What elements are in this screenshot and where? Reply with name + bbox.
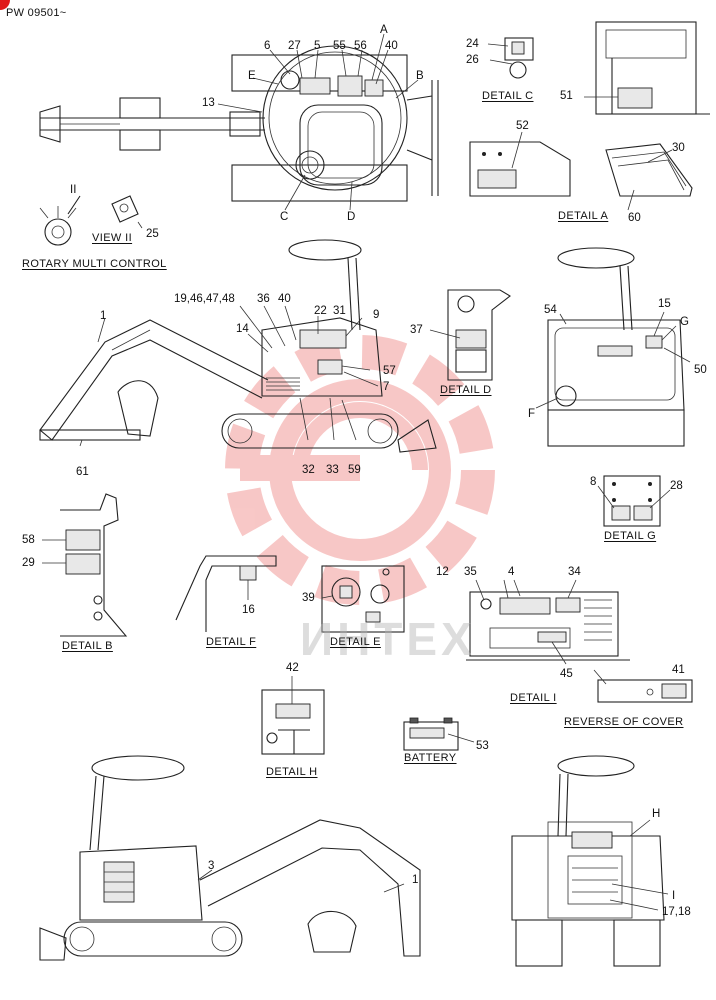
callout-label: G (680, 316, 689, 328)
side-grille (266, 377, 300, 391)
callout-label: 59 (348, 464, 361, 476)
rear-view-excavator (535, 247, 691, 447)
callout-label: 37 (410, 324, 423, 336)
callout-label: 39 (302, 592, 315, 604)
callout-label: 15 (658, 298, 671, 310)
caption-detail-b: DETAIL B (62, 640, 113, 652)
callout-label: 58 (22, 534, 35, 546)
callout-label: 4 (508, 566, 515, 578)
callout-label: 9 (373, 309, 380, 321)
caption-view-ii: VIEW II (92, 232, 133, 244)
bottom-rear-view-excavator (511, 755, 669, 967)
callout-label: 40 (278, 293, 291, 305)
callout-label: 25 (146, 228, 159, 240)
caption-detail-a: DETAIL A (558, 210, 609, 222)
callout-label: 51 (560, 90, 573, 102)
detail-g-drawing (597, 475, 671, 527)
callout-label: 3 (208, 860, 215, 872)
callout-label: 55 (333, 40, 346, 52)
detail-i-drawing (466, 579, 630, 665)
callout-label: 45 (560, 668, 573, 680)
detail-b-drawing (42, 493, 128, 637)
detail-i-vents (584, 599, 612, 641)
caption-detail-e: DETAIL E (330, 636, 381, 648)
callout-label: 61 (76, 466, 89, 478)
caption-detail-f: DETAIL F (206, 636, 257, 648)
detail-c-drawing (487, 37, 534, 79)
callout-label: 60 (628, 212, 641, 224)
caption-detail-c: DETAIL C (482, 90, 534, 102)
callout-label: II (70, 184, 77, 196)
callout-label: 26 (466, 54, 479, 66)
callout-label: D (347, 211, 356, 223)
caption-reverse-of-cover: REVERSE OF COVER (564, 716, 684, 728)
callout-label: F (528, 408, 536, 420)
caption-detail-d: DETAIL D (440, 384, 492, 396)
caption-detail-h: DETAIL H (266, 766, 318, 778)
callout-label: A (380, 24, 388, 36)
rotary-multi-control-drawing (39, 195, 143, 246)
callout-label: 53 (476, 740, 489, 752)
callout-label: 1 (412, 874, 419, 886)
callout-label: 42 (286, 662, 299, 674)
callout-label: 52 (516, 120, 529, 132)
callout-label: 24 (466, 38, 479, 50)
callout-label: 40 (385, 40, 398, 52)
callout-label: 8 (590, 476, 597, 488)
callout-label: 41 (672, 664, 685, 676)
detail-h-drawing (261, 676, 325, 755)
callout-label: E (248, 70, 256, 82)
detail-d-drawing (429, 289, 511, 381)
callout-label: C (280, 211, 289, 223)
callout-label: 12 (436, 566, 449, 578)
caption-detail-g: DETAIL G (604, 530, 657, 542)
callout-label: 17,18 (662, 906, 691, 918)
callout-label: 33 (326, 464, 339, 476)
callout-label: H (652, 808, 661, 820)
bottom-side-view-excavator (39, 755, 421, 961)
callout-label: B (416, 70, 424, 82)
callout-label: 32 (302, 464, 315, 476)
battery-drawing (403, 717, 475, 751)
callout-label: 54 (544, 304, 557, 316)
callout-label: 16 (242, 604, 255, 616)
caption-detail-i: DETAIL I (510, 692, 557, 704)
callout-label: 36 (257, 293, 270, 305)
callout-label: 22 (314, 305, 327, 317)
detail-e-drawing (321, 565, 405, 633)
callout-label: 14 (236, 323, 249, 335)
callout-label: 27 (288, 40, 301, 52)
top-plan-view (39, 33, 439, 211)
watermark-text: ИНТЕХ (300, 613, 476, 665)
callout-label: 19,46,47,48 (174, 293, 235, 305)
callout-label: 6 (264, 40, 271, 52)
serial-range: PW 09501~ (6, 7, 67, 19)
callout-label: 34 (568, 566, 581, 578)
callout-label: 31 (333, 305, 346, 317)
watermark-gear (225, 335, 495, 605)
callout-label: 28 (670, 480, 683, 492)
bottom-side-grille (103, 861, 135, 903)
reverse-of-cover-drawing (593, 669, 693, 703)
callout-label: 5 (314, 40, 321, 52)
callout-label: 57 (383, 365, 396, 377)
callout-label: 50 (694, 364, 707, 376)
callout-label: 35 (464, 566, 477, 578)
callout-label: 56 (354, 40, 367, 52)
callout-label: 7 (383, 381, 390, 393)
page-corner-marker (0, 0, 10, 10)
detail-f-drawing (175, 555, 277, 632)
callout-label: I (672, 890, 676, 902)
caption-rotary-multi-control: ROTARY MULTI CONTROL (22, 258, 167, 270)
callout-label: 13 (202, 97, 215, 109)
callout-label: 30 (672, 142, 685, 154)
cab-side-panel-drawing (584, 21, 710, 115)
detail-a-drawing (469, 131, 693, 211)
caption-battery: BATTERY (404, 752, 457, 764)
callout-label: 1 (100, 310, 107, 322)
callout-label: 29 (22, 557, 35, 569)
side-view-excavator (39, 239, 437, 453)
